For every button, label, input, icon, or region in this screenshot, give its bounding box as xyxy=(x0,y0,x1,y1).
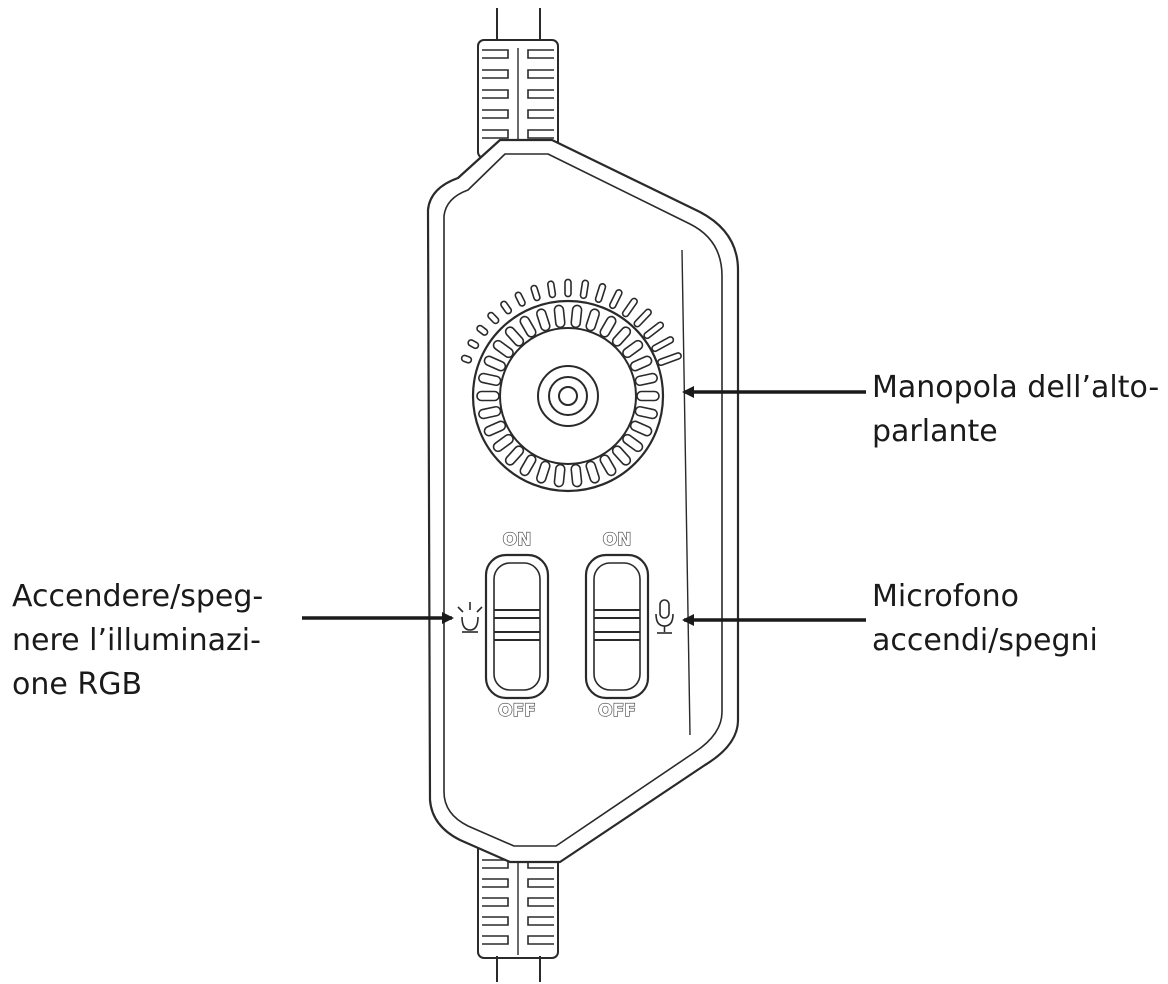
knob-tooth xyxy=(535,460,551,484)
microphone-icon xyxy=(655,599,674,634)
microphone-label: Microfono accendi/spegni xyxy=(872,579,1098,658)
volume-tick xyxy=(564,278,572,298)
knob-tooth xyxy=(599,454,617,477)
volume-tick xyxy=(467,339,480,350)
mic-switch-on-label: ON xyxy=(603,530,632,550)
knob-tooth xyxy=(570,304,583,329)
volume-tick xyxy=(487,311,500,325)
knob-tooth xyxy=(504,445,525,466)
volume-tick xyxy=(579,279,590,300)
volume-tick xyxy=(530,284,541,302)
mic-switch-off-label: OFF xyxy=(598,701,636,721)
knob-tooth xyxy=(585,460,601,484)
volume-tick-marks xyxy=(460,278,682,367)
strain-relief-top xyxy=(482,48,554,150)
knob-tooth xyxy=(553,463,566,488)
knob-tooth xyxy=(553,304,566,329)
volume-tick xyxy=(651,336,675,353)
knob-tooth xyxy=(478,372,502,387)
knob-tooth xyxy=(599,315,617,338)
rgb-switch-off-label: OFF xyxy=(498,701,536,721)
volume-tick xyxy=(608,289,623,310)
knob-tooth xyxy=(519,315,537,338)
cable-bottom xyxy=(477,839,559,982)
knob-tooth xyxy=(478,405,502,420)
knob-tooth xyxy=(519,454,537,477)
volume-tick xyxy=(633,308,652,328)
volume-tick xyxy=(514,291,526,307)
volume-tick xyxy=(594,283,607,303)
rgb-light-label: Accendere/speg- nere l’illuminazi- one R… xyxy=(12,579,264,702)
volume-tick xyxy=(500,300,513,315)
knob-tooth xyxy=(585,308,601,332)
volume-tick xyxy=(460,354,473,364)
speaker-volume-knob[interactable] xyxy=(460,278,682,493)
knob-tooth xyxy=(570,463,583,488)
rgb-light-switch[interactable]: ON OFF xyxy=(484,529,550,722)
callout-arrows xyxy=(302,386,866,626)
knob-tooth xyxy=(611,326,632,347)
volume-tick xyxy=(547,280,557,299)
volume-tick xyxy=(621,297,638,318)
knob-tooth xyxy=(634,405,658,420)
volume-tick xyxy=(643,321,665,340)
knob-tooth xyxy=(611,445,632,466)
speaker-knob-label: Manopola dell’alto- parlante xyxy=(872,370,1160,449)
knob-tooth xyxy=(634,372,658,387)
volume-tick xyxy=(476,324,489,336)
knob-tooth xyxy=(476,390,500,402)
remote-body xyxy=(426,138,740,864)
knob-tooth xyxy=(636,390,660,402)
microphone-switch[interactable]: ON OFF xyxy=(584,529,650,722)
knob-tooth xyxy=(504,326,525,347)
rgb-switch-on-label: ON xyxy=(503,530,532,550)
light-icon xyxy=(457,602,483,633)
cable-top xyxy=(477,8,559,159)
knob-tooth xyxy=(535,308,551,332)
